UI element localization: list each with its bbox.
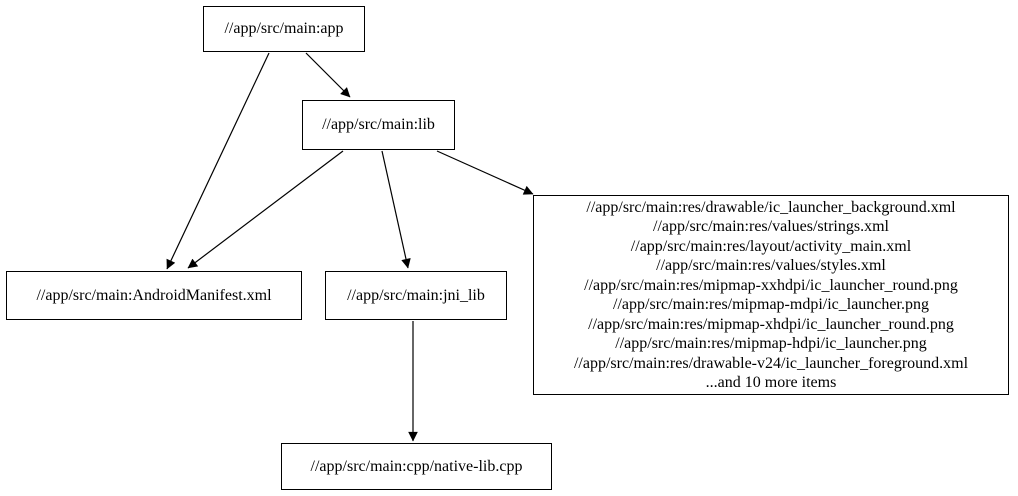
edge-app-to-lib [305, 52, 351, 98]
edge-lib-to-res-group [436, 150, 534, 195]
res-item: //app/src/main:res/drawable/ic_launcher_… [586, 198, 956, 216]
res-item: //app/src/main:res/drawable-v24/ic_launc… [573, 354, 969, 372]
res-item: //app/src/main:res/mipmap-hdpi/ic_launch… [615, 335, 927, 352]
node-lib-label: //app/src/main:lib [322, 116, 435, 133]
node-app-label: //app/src/main:app [224, 20, 344, 37]
edge-app-to-manifest [166, 52, 270, 270]
node-res-group: //app/src/main:res/drawable/ic_launcher_… [533, 195, 1009, 395]
edge-lib-to-jni-lib [381, 150, 411, 269]
node-native-lib-cpp: //app/src/main:cpp/native-lib.cpp [281, 443, 552, 490]
node-app: //app/src/main:app [203, 6, 365, 52]
node-native-lib-cpp-label: //app/src/main:cpp/native-lib.cpp [310, 457, 523, 475]
node-jni-lib-label: //app/src/main:jni_lib [347, 286, 485, 304]
res-item: //app/src/main:res/mipmap-xxhdpi/ic_laun… [584, 276, 958, 294]
node-android-manifest: //app/src/main:AndroidManifest.xml [6, 271, 302, 320]
res-more-items: ...and 10 more items [705, 374, 837, 391]
node-jni-lib: //app/src/main:jni_lib [325, 271, 507, 320]
edge-lib-to-manifest [187, 150, 344, 269]
node-lib: //app/src/main:lib [302, 100, 455, 150]
res-item: //app/src/main:res/values/styles.xml [656, 257, 886, 274]
node-android-manifest-label: //app/src/main:AndroidManifest.xml [36, 286, 272, 304]
res-item: //app/src/main:res/mipmap-mdpi/ic_launch… [613, 296, 929, 313]
res-item: //app/src/main:res/layout/activity_main.… [630, 237, 912, 255]
res-item: //app/src/main:res/mipmap-xhdpi/ic_launc… [588, 315, 954, 333]
res-item: //app/src/main:res/values/strings.xml [653, 218, 889, 235]
